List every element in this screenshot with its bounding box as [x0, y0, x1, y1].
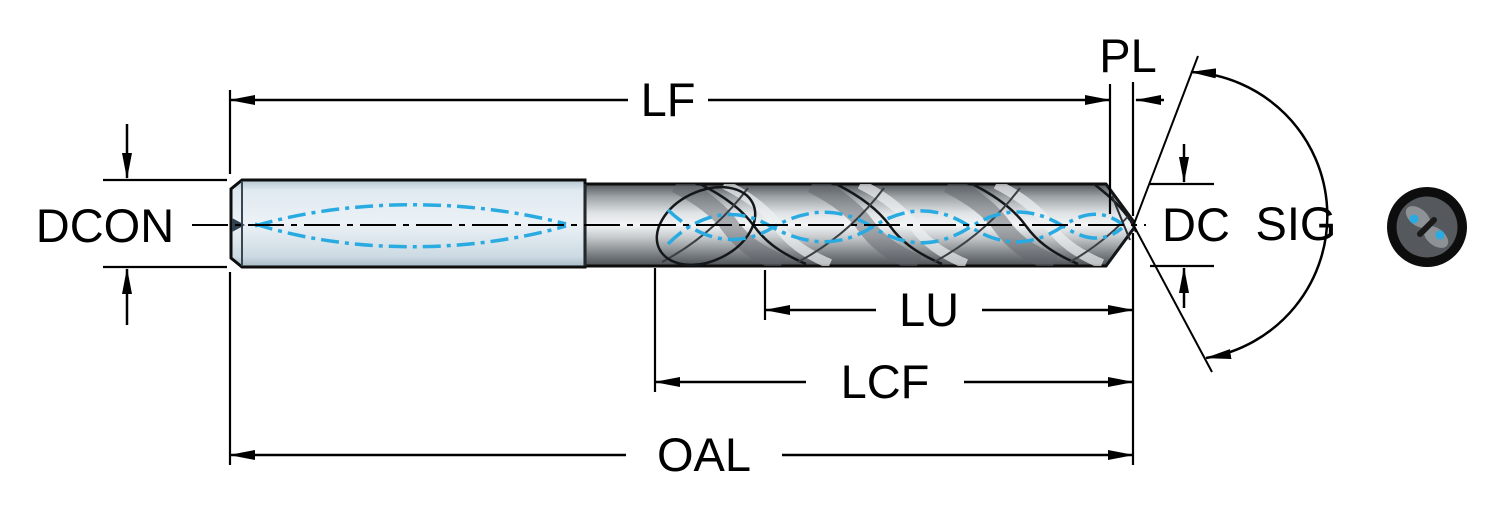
point-angle-arc: [1190, 68, 1329, 360]
coolant-line-shank-lower: [254, 222, 567, 249]
flute-back-edge: [933, 187, 1021, 263]
label-dc: DC: [1162, 198, 1230, 251]
flute-runout-oval: [655, 185, 757, 266]
label-lu: LU: [899, 283, 959, 336]
label-pl: PL: [1099, 29, 1157, 82]
end-view-coolant-hole: [1409, 214, 1419, 224]
dimension-pl: PL: [1099, 29, 1164, 216]
point-facet-line: [1104, 227, 1136, 267]
dimension-lf: LF: [228, 73, 1112, 214]
dimension-lu: LU: [763, 270, 1134, 336]
dimension-dc: DC: [1150, 144, 1230, 308]
point-facet-line: [1111, 195, 1131, 241]
end-view-coolant-hole: [1435, 230, 1445, 240]
flute-edge: [971, 184, 1079, 266]
flute-highlight: [857, 184, 968, 266]
point-angle-line-upper: [1133, 55, 1199, 225]
dimension-sig: SIG: [1133, 55, 1337, 373]
dimension-lcf: LCF: [653, 268, 1134, 408]
label-lcf: LCF: [841, 355, 930, 408]
label-dcon: DCON: [36, 199, 174, 252]
drill-shank: [229, 178, 587, 269]
drill-side-view: [192, 178, 1146, 269]
coolant-line-shank-upper: [254, 203, 567, 228]
flute-back-edge: [797, 187, 885, 263]
drill-end-view: [1387, 187, 1467, 267]
dimension-dcon: DCON: [36, 124, 227, 325]
flute-back-edge: [661, 187, 749, 263]
dimension-oal: OAL: [228, 233, 1135, 481]
label-lf: LF: [641, 73, 696, 126]
coolant-line-flute-2: [666, 208, 1124, 245]
label-sig: SIG: [1256, 197, 1337, 250]
shank-body: [229, 178, 587, 269]
end-view-chisel-edge: [1417, 217, 1437, 237]
label-oal: OAL: [657, 428, 751, 481]
